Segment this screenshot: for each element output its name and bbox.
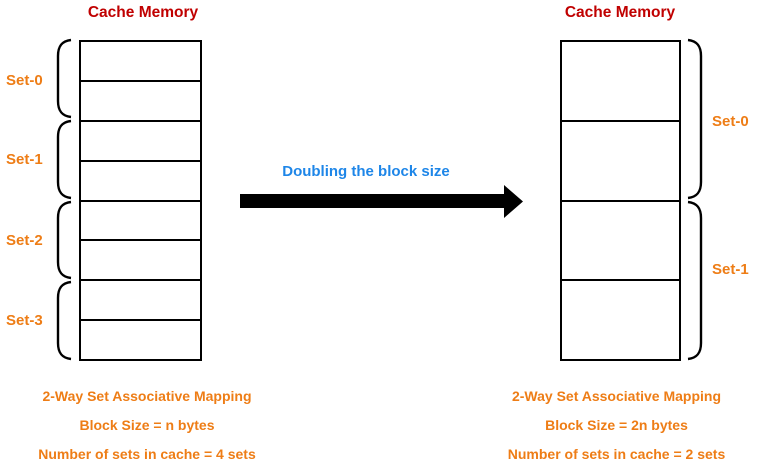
left-caption-mapping: 2-Way Set Associative Mapping [42, 388, 252, 404]
right-cache-table [560, 40, 681, 361]
cache-block [81, 202, 200, 242]
cache-block [81, 82, 200, 122]
left-set-label-2: Set-2 [6, 232, 43, 249]
right-arrow-icon [240, 185, 523, 218]
right-caption-mapping: 2-Way Set Associative Mapping [511, 388, 721, 404]
left-caption-set-count: Number of sets in cache = 4 sets [38, 446, 256, 462]
cache-block [81, 42, 200, 82]
right-set-label-0: Set-0 [712, 113, 749, 130]
left-brace-set-3 [56, 280, 72, 361]
cache-block [81, 321, 200, 359]
cache-block [81, 122, 200, 162]
right-set-label-1: Set-1 [712, 261, 749, 278]
right-cache-title: Cache Memory [564, 4, 676, 21]
transition-label: Doubling the block size [282, 163, 450, 180]
cache-block [562, 202, 679, 282]
cache-block [562, 42, 679, 122]
left-brace-set-0 [56, 38, 72, 119]
right-caption-set-count: Number of sets in cache = 2 sets [507, 446, 726, 462]
cache-block [562, 281, 679, 359]
left-brace-set-1 [56, 119, 72, 200]
cache-block [81, 241, 200, 282]
left-set-label-0: Set-0 [6, 72, 43, 89]
right-caption-block-size: Block Size = 2n bytes [545, 417, 688, 433]
right-brace-set-0 [687, 38, 703, 200]
right-brace-set-1 [687, 200, 703, 361]
left-brace-set-2 [56, 200, 72, 280]
cache-block [562, 122, 679, 202]
left-set-label-3: Set-3 [6, 312, 43, 329]
left-cache-table [79, 40, 202, 361]
left-cache-title: Cache Memory [87, 4, 199, 21]
left-caption-block-size: Block Size = n bytes [79, 417, 215, 433]
cache-block [81, 162, 200, 202]
cache-block [81, 281, 200, 322]
left-set-label-1: Set-1 [6, 151, 43, 168]
